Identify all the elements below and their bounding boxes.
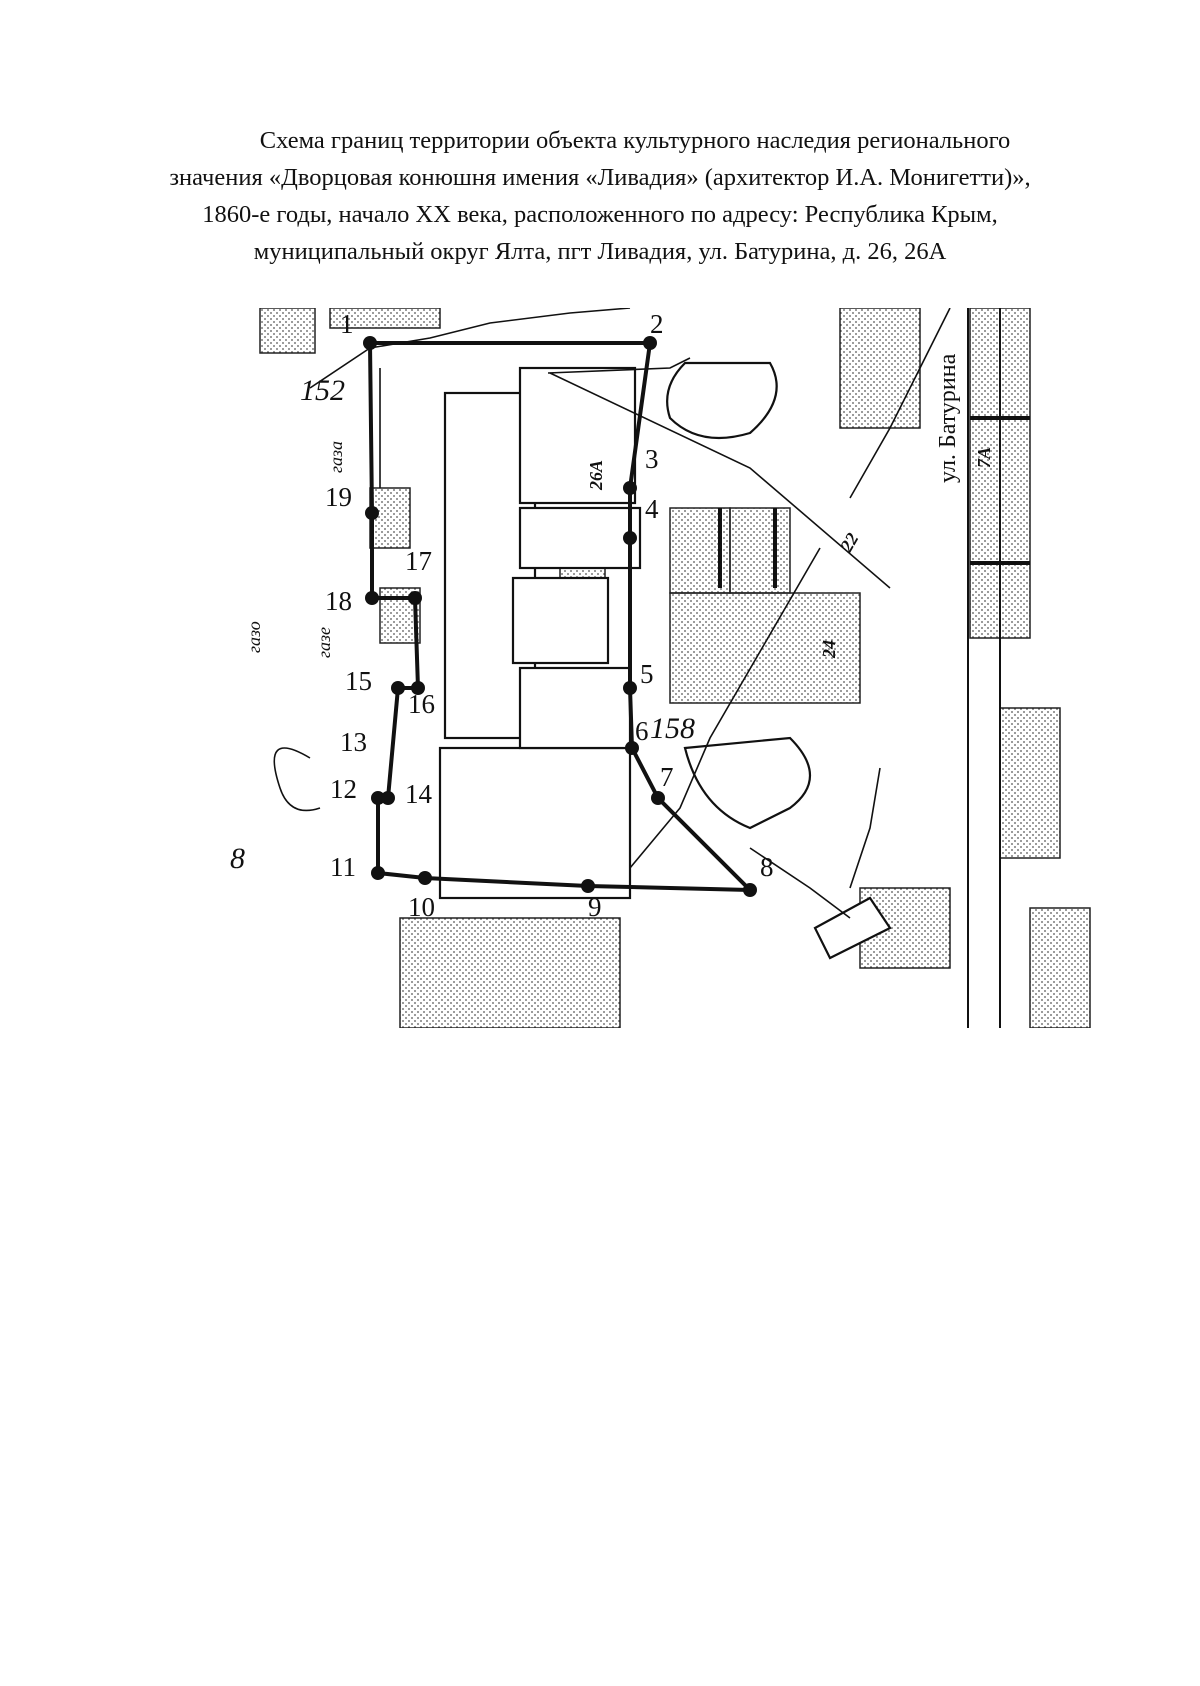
point-label-7: 7 — [660, 762, 674, 792]
boundary-point-8 — [743, 883, 757, 897]
boundary-point-10 — [418, 871, 432, 885]
boundary-point-16 — [408, 591, 422, 605]
building-label-7a: 7А — [974, 447, 994, 468]
block-label-158-right: 158 — [650, 712, 695, 745]
boundary-point-7 — [651, 791, 665, 805]
street — [967, 308, 1001, 1028]
point-label-6: 6 — [635, 716, 649, 746]
boundary-point-14 — [391, 681, 405, 695]
point-label-12: 12 — [330, 774, 357, 804]
block-label-152: 152 — [300, 374, 345, 407]
boundary-point-9 — [581, 879, 595, 893]
block-labels: 152 158 158 — [230, 374, 695, 875]
point-label-5: 5 — [640, 659, 654, 689]
point-label-13: 13 — [340, 727, 367, 757]
boundary-point-3 — [623, 481, 637, 495]
point-label-19: 19 — [325, 482, 352, 512]
building-label-26a: 26А — [586, 460, 606, 491]
street-label: ул. Батурина — [935, 353, 961, 483]
boundary-point-6 — [625, 741, 639, 755]
title-line-2: значения «Дворцовая конюшня имения «Лива… — [169, 164, 1031, 191]
handwritten-label-3: газе — [314, 627, 334, 658]
title-line-3: 1860-е годы, начало XX века, расположенн… — [202, 201, 998, 228]
point-label-11: 11 — [330, 852, 356, 882]
boundary-point-4 — [623, 531, 637, 545]
point-label-17: 17 — [405, 546, 432, 576]
boundary-point-labels: 1 2 3 4 5 6 7 8 9 10 11 12 13 14 15 16 1… — [325, 309, 774, 922]
boundary-point-15 — [411, 681, 425, 695]
boundary-point-11 — [371, 866, 385, 880]
point-label-2: 2 — [650, 309, 664, 339]
point-label-9: 9 — [588, 892, 602, 922]
boundary-point-13 — [381, 791, 395, 805]
utility-lines — [273, 308, 951, 919]
point-label-15: 15 — [345, 666, 372, 696]
point-label-4: 4 — [645, 494, 659, 524]
title-line-4: муниципальный округ Ялта, пгт Ливадия, у… — [253, 238, 947, 265]
point-label-3: 3 — [645, 444, 659, 474]
handwritten-label-2: газо — [244, 621, 264, 653]
point-label-10: 10 — [408, 892, 435, 922]
boundary-point-18 — [365, 506, 379, 520]
building-label-22: 22 — [836, 529, 863, 555]
boundary-point-1 — [363, 336, 377, 350]
point-label-16: 16 — [408, 689, 435, 719]
point-label-14: 14 — [405, 779, 433, 809]
title-line-1: Схема границ территории объекта культурн… — [259, 127, 1011, 154]
boundary-point-2 — [643, 336, 657, 350]
handwritten-label-1: газа — [326, 441, 346, 473]
point-label-18: 18 — [325, 586, 352, 616]
document-title: Схема границ территории объекта культурн… — [100, 122, 1100, 270]
boundary-map: 1 2 3 4 5 6 7 8 9 10 11 12 13 14 15 16 1… — [230, 308, 1091, 1028]
block-label-158-left: 158 — [230, 842, 245, 875]
boundary-point-5 — [623, 681, 637, 695]
building-label-24: 24 — [819, 640, 839, 659]
boundary-points — [363, 336, 757, 897]
boundary-point-12 — [371, 791, 385, 805]
boundary-point-17 — [365, 591, 379, 605]
handwritten-labels: газа газо газе — [244, 441, 346, 658]
point-label-1: 1 — [340, 309, 354, 339]
buildings — [438, 361, 892, 960]
point-label-8: 8 — [760, 852, 774, 882]
